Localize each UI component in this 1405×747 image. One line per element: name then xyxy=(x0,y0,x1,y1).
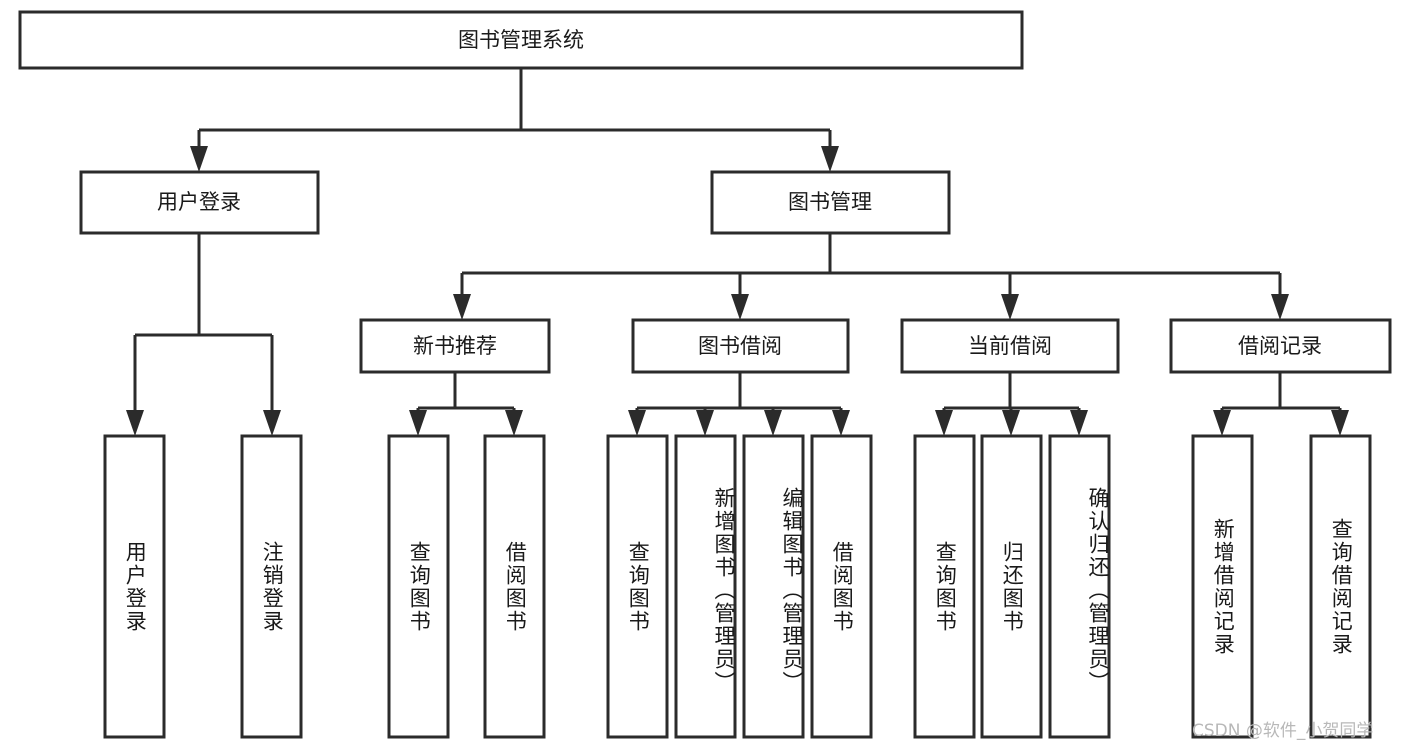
leaf-box-new-book-0[interactable] xyxy=(387,434,450,739)
arrowhead-current-borrow-leaf-3 xyxy=(1070,410,1088,436)
node-book-mgmt-box[interactable] xyxy=(710,170,951,235)
arrowhead-current-borrow-leaf-1 xyxy=(935,410,953,436)
arrowhead-current-borrow-leaf-2 xyxy=(1002,410,1020,436)
leaf-box-book-borrow-0[interactable] xyxy=(606,434,669,739)
arrowhead-user-login xyxy=(190,146,208,172)
node-user-login-label: 用户登录 xyxy=(157,190,241,214)
leaf-box-book-borrow-2[interactable] xyxy=(742,434,805,739)
node-current-borrow-label: 当前借阅 xyxy=(968,334,1052,358)
arrowhead-book-borrow xyxy=(731,294,749,320)
arrowhead-new-book-leaf-1 xyxy=(409,410,427,436)
leaf-box-borrow-record-0[interactable] xyxy=(1191,434,1254,739)
arrowhead-book-borrow-leaf-4 xyxy=(832,410,850,436)
node-root-box[interactable] xyxy=(18,10,1024,70)
arrowhead-borrow-record-leaf-1 xyxy=(1213,410,1231,436)
arrowhead-book-borrow-leaf-1 xyxy=(628,410,646,436)
leaf-box-user-login-0[interactable] xyxy=(103,434,166,739)
node-book-borrow-box[interactable] xyxy=(631,318,850,374)
node-book-mgmt-label: 图书管理 xyxy=(788,190,872,214)
node-borrow-record-box[interactable] xyxy=(1169,318,1392,374)
node-new-book-recommend-label: 新书推荐 xyxy=(413,334,497,358)
leaf-box-current-borrow-0[interactable] xyxy=(913,434,976,739)
node-borrow-record-label: 借阅记录 xyxy=(1238,334,1322,358)
leaf-box-book-borrow-1[interactable] xyxy=(674,434,737,739)
node-current-borrow-box[interactable] xyxy=(900,318,1120,374)
arrowhead-borrow-record xyxy=(1271,294,1289,320)
arrowhead-book-borrow-leaf-2 xyxy=(696,410,714,436)
arrowhead-borrow-record-leaf-2 xyxy=(1331,410,1349,436)
leaf-box-current-borrow-2[interactable] xyxy=(1048,434,1111,739)
arrowhead-new-book-leaf-2 xyxy=(505,410,523,436)
leaf-box-borrow-record-1[interactable] xyxy=(1309,434,1372,739)
leaf-box-new-book-1[interactable] xyxy=(483,434,546,739)
arrowhead-book-mgmt xyxy=(821,146,839,172)
leaf-box-book-borrow-3[interactable] xyxy=(810,434,873,739)
leaf-box-current-borrow-1[interactable] xyxy=(980,434,1043,739)
node-root-label: 图书管理系统 xyxy=(458,28,584,52)
arrowhead-user-login-leaf-2 xyxy=(263,410,281,436)
arrowhead-book-borrow-leaf-3 xyxy=(764,410,782,436)
arrowhead-user-login-leaf-1 xyxy=(126,410,144,436)
node-book-borrow-label: 图书借阅 xyxy=(698,334,782,358)
csdn-watermark: CSDN @软件_小贺同学 xyxy=(1192,721,1374,741)
arrowhead-current-borrow xyxy=(1001,294,1019,320)
arrowhead-new-book-recommend xyxy=(453,294,471,320)
leaf-box-user-login-1[interactable] xyxy=(240,434,303,739)
node-new-book-recommend-box[interactable] xyxy=(359,318,551,374)
